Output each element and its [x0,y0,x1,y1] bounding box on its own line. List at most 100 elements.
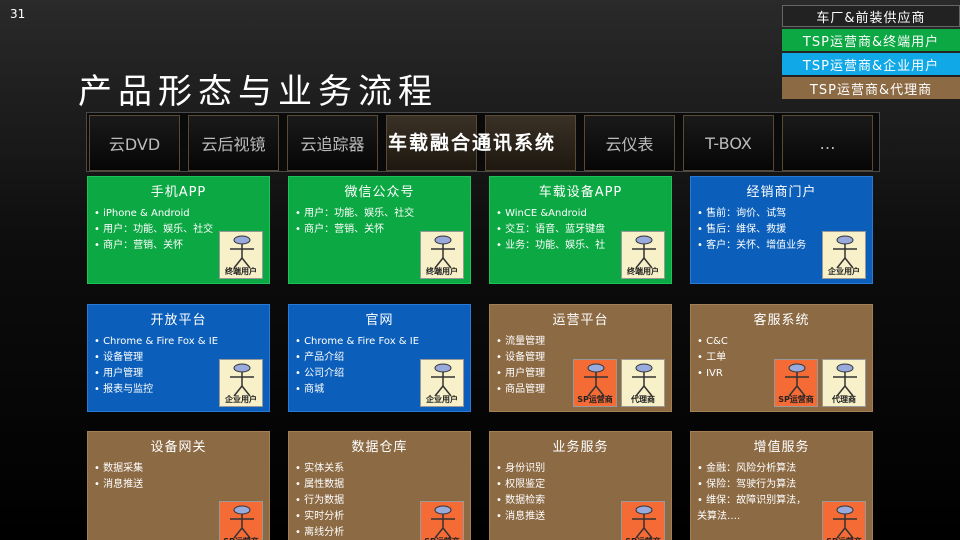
card-line: • C&C [697,336,728,347]
card-line: • 用户管理 [94,368,144,379]
card-line: • 产品介绍 [295,352,345,363]
actor-label: SP运营商 [778,395,814,404]
actor-icon: SP运营商 [219,501,263,540]
strip-item-blank-2 [485,115,576,171]
card-line: • 公司介绍 [295,368,345,379]
card-4: 开放平台 • Chrome & Fire Fox & IE • 设备管理 • 用户管理… [87,304,270,412]
card-3: 经销商门户• 售前：询价、试驾• 售后：维保、救援• 客户：关怀、增值业务企业用… [690,176,873,284]
legend-item-end-user: TSP运营商&终端用户 [782,29,960,51]
card-line: • 行为数据 [295,495,345,506]
strip-item-cloud-dashboard: 云仪表 [584,115,675,171]
card-line: • 报表与监控 [94,384,154,395]
card-title: 微信公众号 [344,185,415,200]
card-line: • 实体关系 [295,463,345,474]
actor-label: 终端用户 [426,267,458,276]
card-line: • 工单 [697,352,727,363]
card-line: • WinCE &Android [496,208,587,219]
card-line: • 用户：功能、娱乐、社交 [94,224,214,235]
card-line: • 金融：风险分析算法 [697,463,797,474]
actor-label: SP运营商 [220,536,262,540]
legend-item-oem: 车厂&前装供应商 [782,5,960,27]
actor-icon: 终端用户 [420,231,464,279]
actor-icon: 代理商 [822,359,866,407]
actor-icon: 企业用户 [420,359,464,407]
card-line: • Chrome & Fire Fox & IE [94,336,219,347]
card-line: • 商品管理 [496,384,546,395]
strip-item-more: … [782,115,873,171]
strip-title: 车载融合通讯系统 [388,132,557,154]
card-line: • 用户：功能、娱乐、社交 [295,208,415,219]
card-title: 客服系统 [753,313,810,328]
actor-label: SP运营商 [622,536,664,540]
card-title: 经销商门户 [746,185,817,200]
actor-icon: SP运营商 [420,501,464,540]
card-line: • 实时分析 [295,511,345,522]
actor-label: 终端用户 [627,267,659,276]
actor-icon: 代理商 [621,359,665,407]
legend: 车厂&前装供应商 TSP运营商&终端用户 TSP运营商&企业用户 TSP运营商&… [782,5,960,101]
actor-icon: SP运营商 [573,359,617,407]
card-title: 设备网关 [150,440,207,455]
strip-item-blank-1 [386,115,477,171]
card-line: • 商户：营销、关怀 [295,224,385,235]
actor-icon: SP运营商 [774,359,818,407]
card-8: 设备网关 • 数据采集 • 消息推送 SP运营商 [87,431,270,540]
actor-icon: 终端用户 [219,231,263,279]
actor-label: 企业用户 [828,267,860,276]
actor-label: 代理商 [832,395,856,404]
page-title: 产品形态与业务流程 [78,72,438,112]
card-line: • 用户管理 [496,368,546,379]
slide-number: 31 [10,7,26,21]
card-line: • 保险：驾驶行为算法 [697,479,797,490]
actor-label: SP运营商 [823,536,865,540]
actor-label: SP运营商 [421,536,463,540]
card-line: • 消息推送 [496,511,546,522]
card-line: • 设备管理 [496,352,546,363]
card-line: • 消息推送 [94,479,144,490]
strip-item-cloud-tracker: 云追踪器 [287,115,378,171]
card-5: 官网• Chrome & Fire Fox & IE• 产品介绍• 公司介绍• … [288,304,471,412]
card-line: • 数据检索 [496,495,546,506]
card-line: • 客户：关怀、增值业务 [697,240,807,251]
card-9: 数据仓库 • 实体关系 • 属性数据 • 行为数据 • 实时分析 • 离线分析 SP运营商 [288,431,471,540]
actor-icon: 终端用户 [621,231,665,279]
card-line: 关算法…. [697,511,741,522]
actor-label: 代理商 [631,395,655,404]
card-title: 开放平台 [150,313,207,328]
legend-item-agent: TSP运营商&代理商 [782,77,960,99]
card-line: • 设备管理 [94,352,144,363]
actor-icon: 企业用户 [219,359,263,407]
card-line: • IVR [697,368,723,379]
card-line: • 售后：维保、救援 [697,224,787,235]
card-title: 车载设备APP [538,185,623,200]
card-line: • 维保：故障识别算法， [697,495,807,506]
card-title: 运营平台 [552,313,609,328]
card-10: 业务服务• 身份识别• 权限鉴定• 数据检索• 消息推送SP运营商 [489,431,672,540]
actor-label: 终端用户 [225,267,257,276]
actor-icon: SP运营商 [621,501,665,540]
card-title: 数据仓库 [351,440,408,455]
card-line: • 离线分析 [295,527,345,538]
actor-icon: SP运营商 [822,501,866,540]
card-11: 增值服务 • 金融：风险分析算法 • 保险：驾驶行为算法 • 维保：故障识别算法， 关… [690,431,873,540]
card-title: 增值服务 [753,440,810,455]
card-1: 微信公众号 • 用户：功能、娱乐、社交 • 商户：营销、关怀终端用户 [288,176,471,284]
card-line: • 属性数据 [295,479,345,490]
card-line: • 交互：语音、蓝牙键盘 [496,224,606,235]
actor-label: 企业用户 [426,395,458,404]
card-line: • 商户：营销、关怀 [94,240,184,251]
card-line: • 业务：功能、娱乐、社 [496,240,606,251]
strip-item-tbox: T-BOX [683,115,774,171]
card-line: • 身份识别 [496,463,546,474]
card-7: 客服系统 • C&C • 工单 • IVR SP运营商 代理商 [690,304,873,412]
actor-label: 企业用户 [225,395,257,404]
card-line: • 数据采集 [94,463,144,474]
card-line: • Chrome & Fire Fox & IE [295,336,420,347]
actor-icon: 企业用户 [822,231,866,279]
card-line: • iPhone & Android [94,208,190,219]
card-title: 官网 [365,313,394,328]
strip-item-cloud-rearview: 云后视镜 [188,115,279,171]
card-title: 业务服务 [552,440,609,455]
